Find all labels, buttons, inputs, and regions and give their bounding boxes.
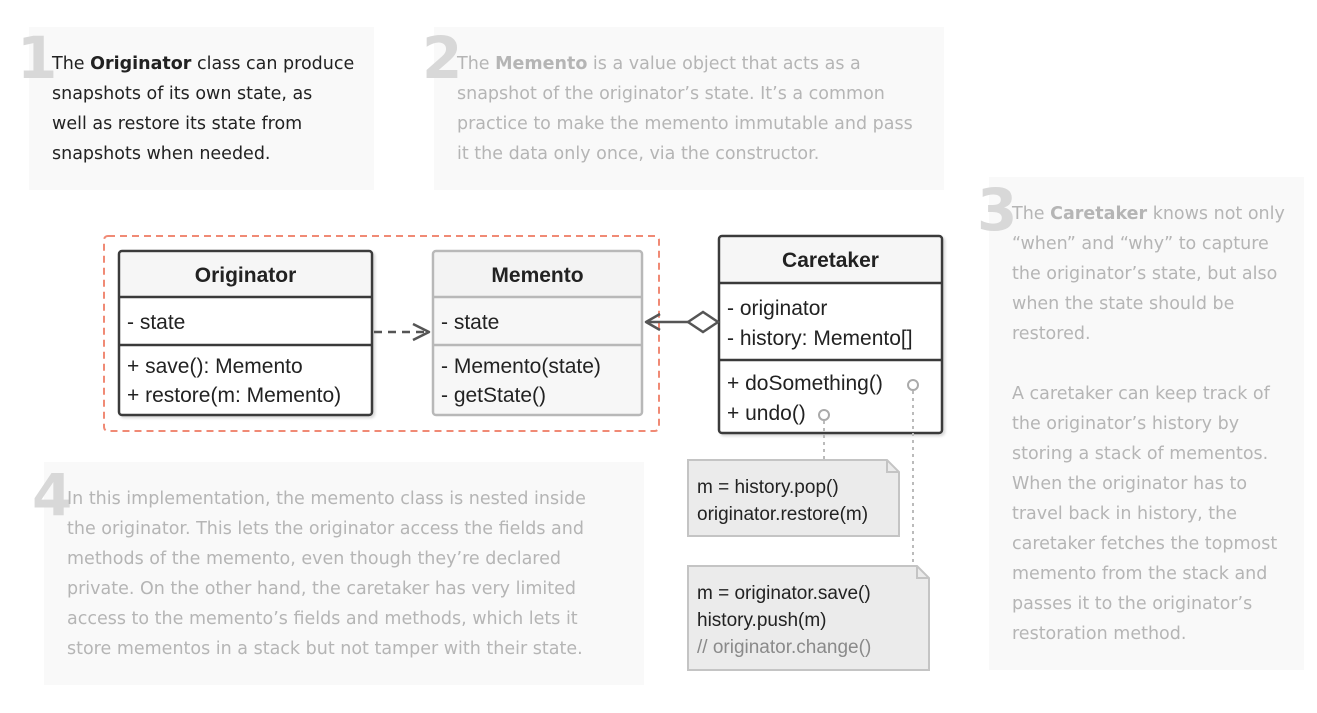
- code-line: history.push(m): [697, 610, 827, 631]
- note-connector-undo: [818, 409, 830, 459]
- originator-name: Originator: [195, 264, 297, 287]
- note-number: 3: [977, 176, 1018, 244]
- caretaker-method: + undo(): [727, 402, 806, 425]
- memento-name: Memento: [491, 264, 583, 287]
- code-comment: // originator.change(): [697, 637, 871, 658]
- note-line: “when” and “why” to capture: [1012, 234, 1269, 254]
- note-text: The Caretaker knows not only “when” and “…: [1012, 199, 1285, 649]
- note-line: A caretaker can keep track of: [1012, 384, 1270, 404]
- note-line: well as restore its state from: [52, 114, 303, 134]
- note-text: The Memento is a value object that acts …: [457, 49, 913, 169]
- code-line: originator.restore(m): [697, 504, 868, 525]
- note-connector-dosomething: [907, 379, 919, 565]
- note-line: The Memento is a value object that acts …: [457, 54, 861, 74]
- note-line: snapshot of the originator’s state. It’s…: [457, 84, 885, 104]
- note-line: methods of the memento, even though they…: [67, 549, 561, 569]
- note-number: 2: [422, 24, 463, 92]
- caretaker-box: [717, 234, 944, 435]
- note-line: when the state should be: [1012, 294, 1235, 314]
- note-3: 3 The Caretaker knows not only “when” and…: [977, 177, 1304, 670]
- note-line: it the data only once, via the construct…: [457, 144, 820, 164]
- memento-class: Memento - state - Memento(state) - getSt…: [431, 249, 644, 417]
- note-line: the originator. This lets the originator…: [67, 519, 584, 539]
- originator-header-bg: [121, 253, 370, 297]
- originator-field: - state: [127, 311, 185, 334]
- note-text: In this implementation, the memento clas…: [67, 484, 586, 664]
- note-line: restored.: [1012, 324, 1091, 344]
- note-line: In this implementation, the memento clas…: [67, 489, 586, 509]
- memento-field: - state: [441, 311, 499, 334]
- note-line: private. On the other hand, the caretake…: [67, 579, 576, 599]
- caretaker-field: - history: Memento[]: [727, 327, 913, 350]
- note-line: the originator’s history by: [1012, 414, 1240, 434]
- note-1: 1 The Originator class can produce snapsh…: [17, 27, 374, 190]
- note-2: 2 The Memento is a value object that act…: [422, 27, 944, 190]
- aggregation-arrow: [644, 310, 721, 334]
- code-line: m = originator.save(): [697, 583, 871, 604]
- note-line: snapshots when needed.: [52, 144, 271, 164]
- note-line: storing a stack of mementos.: [1012, 444, 1269, 464]
- nesting-boundary: [103, 235, 660, 432]
- note-line: When the originator has to: [1012, 474, 1248, 494]
- caretaker-header-bg: [721, 238, 940, 283]
- note-line: travel back in history, the: [1012, 504, 1238, 524]
- code-line: m = history.pop(): [697, 477, 839, 498]
- note-line: snapshots of its own state, as: [52, 84, 313, 104]
- note-line: memento from the stack and: [1012, 564, 1268, 584]
- caretaker-name: Caretaker: [782, 249, 879, 272]
- originator-method: + restore(m: Memento): [127, 384, 341, 407]
- originator-method: + save(): Memento: [127, 355, 303, 378]
- note-line: restoration method.: [1012, 624, 1187, 644]
- memento-method: - Memento(state): [441, 355, 601, 378]
- note-4: 4 In this implementation, the memento cl…: [32, 462, 644, 685]
- memento-header-bg: [435, 253, 640, 297]
- caretaker-field: - originator: [727, 297, 827, 320]
- note-number: 4: [32, 461, 73, 529]
- note-text: The Originator class can produce snapshot…: [52, 49, 354, 169]
- undo-code-note: m = history.pop() originator.restore(m): [687, 459, 900, 537]
- note-line: passes it to the originator’s: [1012, 594, 1253, 614]
- note-line: The Originator class can produce: [52, 54, 355, 74]
- dosomething-code-note: m = originator.save() history.push(m) //…: [687, 565, 930, 671]
- note-line: caretaker fetches the topmost: [1012, 534, 1278, 554]
- note-line: access to the memento’s fields and metho…: [67, 609, 578, 629]
- originator-class: Originator - state + save(): Memento + r…: [117, 249, 374, 417]
- note-line: The Caretaker knows not only: [1012, 204, 1285, 224]
- note-line: practice to make the memento immutable a…: [457, 114, 913, 134]
- memento-method: - getState(): [441, 384, 546, 407]
- caretaker-class: Caretaker - originator - history: Mement…: [717, 234, 944, 435]
- note-number: 1: [17, 24, 58, 92]
- note-line: the originator’s state, but also: [1012, 264, 1278, 284]
- caretaker-method: + doSomething(): [727, 372, 883, 395]
- note-line: store mementos in a stack but not tamper…: [67, 639, 583, 659]
- dependency-arrow: [374, 322, 431, 342]
